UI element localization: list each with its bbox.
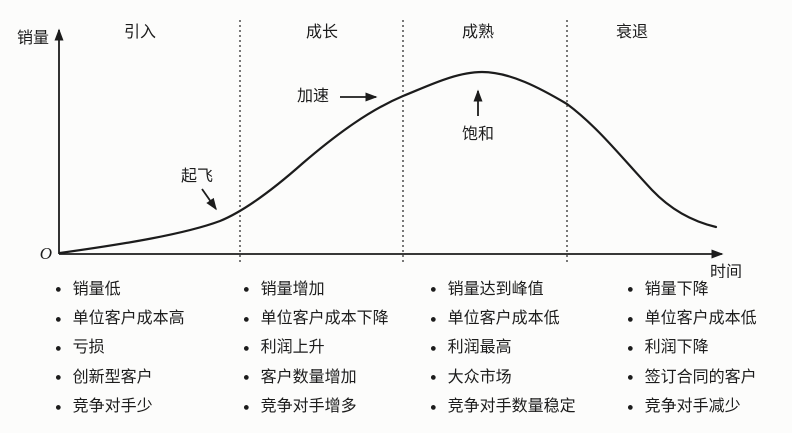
origin-label: O [40, 244, 52, 263]
list-item: ● 单位客户成本高 [55, 304, 245, 333]
bullet-icon: ● [55, 401, 62, 414]
phase-notes-maturity: ● 销量达到峰值 ● 单位客户成本低 ● 利润最高 ● 大众市场 ● 竞争对手数量稳定 [430, 275, 620, 422]
lifecycle-curve [58, 70, 718, 255]
list-item: ● 竞争对手少 [55, 393, 245, 422]
list-item-text: 销量低 [72, 280, 121, 298]
list-item-text: 单位客户成本低 [644, 310, 757, 328]
phase-notes-introduction: ● 销量低 ● 单位客户成本高 ● 亏损 ● 创新型客户 ● 竞争对手少 [55, 275, 245, 422]
phase-notes-decline: ● 销量下降 ● 单位客户成本低 ● 利润下降 ● 签订合同的客户 ● 竞争对手减少 [627, 275, 792, 422]
list-item-text: 单位客户成本下降 [260, 310, 389, 328]
list-item: ● 销量增加 [243, 275, 433, 304]
list-item: ● 大众市场 [430, 363, 620, 392]
bullet-icon: ● [430, 313, 437, 326]
bullet-icon: ● [55, 283, 62, 296]
list-item-text: 大众市场 [447, 368, 512, 386]
list-item: ● 利润上升 [243, 334, 433, 363]
list-item: ● 单位客户成本低 [627, 304, 792, 333]
bullet-icon: ● [243, 371, 250, 384]
takeoff-label: 起飞 [181, 167, 213, 185]
list-item-text: 创新型客户 [72, 368, 153, 386]
list-item-text: 竞争对手减少 [644, 398, 741, 416]
list-item-text: 利润上升 [260, 339, 325, 357]
phase-label-maturity: 成熟 [462, 23, 494, 41]
list-item: ● 销量下降 [627, 275, 792, 304]
list-item: ● 创新型客户 [55, 363, 245, 392]
phase-notes-growth: ● 销量增加 ● 单位客户成本下降 ● 利润上升 ● 客户数量增加 ● 竞争对手增多 [243, 275, 433, 422]
lifecycle-chart: 销量 时间 O 引入 成长 成熟 衰退 起飞 加速 饱和 [17, 20, 742, 278]
list-item: ● 销量达到峰值 [430, 275, 620, 304]
list-item: ● 客户数量增加 [243, 363, 433, 392]
accelerate-label: 加速 [297, 87, 329, 105]
bullet-icon: ● [627, 283, 634, 296]
bullet-icon: ● [243, 283, 250, 296]
list-item: ● 销量低 [55, 275, 245, 304]
list-item-text: 单位客户成本高 [72, 310, 185, 328]
list-item-text: 利润下降 [644, 339, 709, 357]
bullet-icon: ● [627, 342, 634, 355]
bullet-icon: ● [243, 342, 250, 355]
phase-label-decline: 衰退 [616, 23, 648, 41]
bullet-icon: ● [430, 401, 437, 414]
list-item-text: 竞争对手增多 [260, 398, 357, 416]
bullet-icon: ● [55, 371, 62, 384]
list-item-text: 亏损 [72, 339, 105, 357]
bullet-icon: ● [430, 371, 437, 384]
list-item: ● 单位客户成本低 [430, 304, 620, 333]
x-axis-label: 时间 [710, 263, 742, 278]
list-item-text: 销量达到峰值 [447, 280, 544, 298]
bullet-icon: ● [627, 401, 634, 414]
list-item: ● 竞争对手减少 [627, 393, 792, 422]
list-item-text: 销量增加 [260, 280, 325, 298]
bullet-icon: ● [430, 342, 437, 355]
bullet-icon: ● [55, 313, 62, 326]
y-axis-label: 销量 [17, 29, 49, 47]
list-item-text: 签订合同的客户 [644, 368, 757, 386]
list-item: ● 竞争对手数量稳定 [430, 393, 620, 422]
list-item: ● 利润下降 [627, 334, 792, 363]
bullet-icon: ● [627, 313, 634, 326]
bullet-icon: ● [55, 342, 62, 355]
phase-label-growth: 成长 [306, 23, 338, 41]
list-item-text: 竞争对手少 [72, 398, 153, 416]
list-item-text: 利润最高 [447, 339, 512, 357]
list-item-text: 竞争对手数量稳定 [447, 398, 576, 416]
takeoff-arrow-icon [201, 188, 217, 211]
phase-label-introduction: 引入 [124, 23, 156, 41]
list-item: ● 竞争对手增多 [243, 393, 433, 422]
bullet-icon: ● [243, 401, 250, 414]
list-item-text: 客户数量增加 [260, 368, 357, 386]
list-item: ● 单位客户成本下降 [243, 304, 433, 333]
list-item: ● 亏损 [55, 334, 245, 363]
list-item-text: 销量下降 [644, 280, 709, 298]
bullet-icon: ● [430, 283, 437, 296]
list-item: ● 签订合同的客户 [627, 363, 792, 392]
saturation-label: 饱和 [462, 125, 494, 143]
bullet-icon: ● [627, 371, 634, 384]
bullet-icon: ● [243, 313, 250, 326]
list-item: ● 利润最高 [430, 334, 620, 363]
list-item-text: 单位客户成本低 [447, 310, 560, 328]
